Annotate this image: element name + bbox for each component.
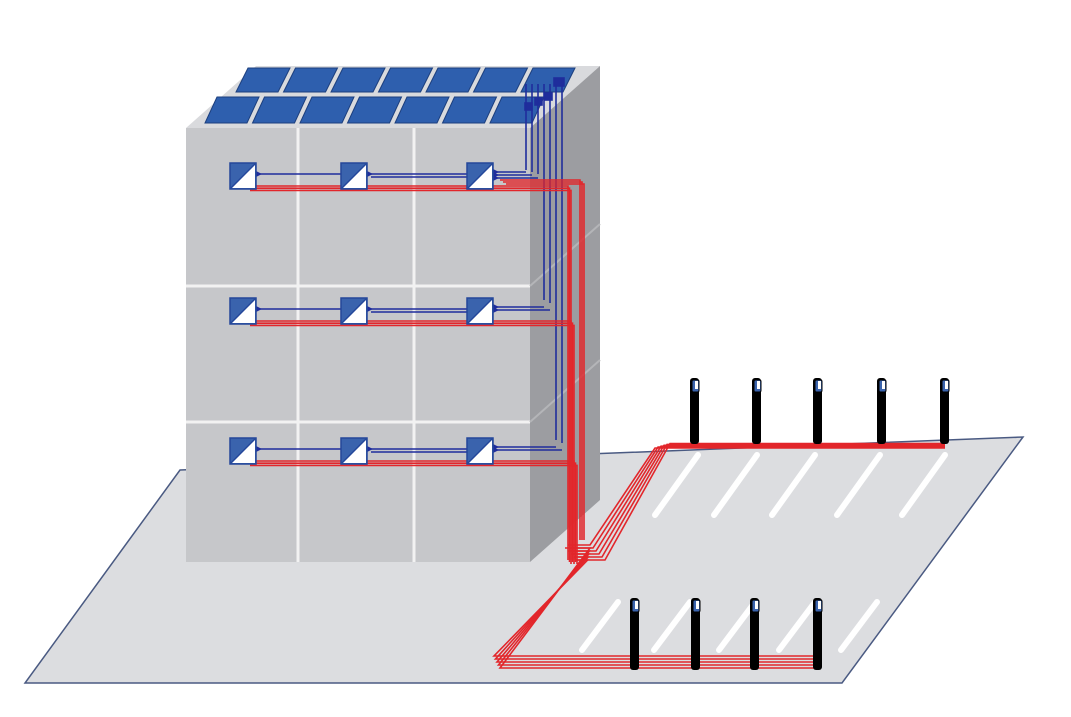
inverter-icon: [340, 297, 368, 325]
ev-charger-icon: [940, 378, 950, 444]
ev-charger-group: [630, 378, 950, 670]
solar-panel-icon: [441, 96, 498, 124]
parking-stripes-back: [652, 452, 948, 518]
solar-panel-icon: [330, 67, 386, 93]
solar-panel-icon: [235, 67, 291, 93]
dc-wiring: [252, 77, 565, 455]
building-side: [530, 66, 600, 562]
ev-charger-icon: [877, 378, 887, 444]
inverter-icon: [229, 162, 257, 190]
ev-charger-icon: [750, 598, 760, 670]
solar-panel-icon: [299, 96, 355, 124]
ev-charger-icon: [691, 598, 701, 670]
ev-charger-icon: [813, 598, 823, 670]
solar-panel-icon: [394, 96, 450, 124]
solar-panel-icon: [282, 67, 339, 93]
ev-charger-icon: [630, 598, 640, 670]
solar-panel-icon: [377, 67, 434, 93]
solar-panel-icon: [425, 67, 481, 93]
ev-charger-icon: [813, 378, 823, 444]
inverter-icon: [229, 437, 257, 465]
building-front: [186, 128, 530, 562]
inverter-icon: [466, 162, 494, 190]
solar-panel-icon: [472, 67, 529, 93]
inverter-group: [229, 162, 494, 465]
solar-panel-icon: [204, 96, 260, 124]
side-grid: [529, 223, 601, 423]
solar-panel-icon: [251, 96, 308, 124]
ev-charger-icon: [690, 378, 700, 444]
parking-stripes-front: [579, 599, 880, 653]
ev-charger-icon: [752, 378, 762, 444]
inverter-icon: [466, 297, 494, 325]
inverter-icon: [466, 437, 494, 465]
roof-junction-icon: [553, 77, 565, 87]
inverter-icon: [340, 162, 368, 190]
roof-junction-icon: [544, 92, 553, 101]
inverter-icon: [340, 437, 368, 465]
inverter-icon: [229, 297, 257, 325]
facade-grid: [186, 128, 530, 562]
solar-panel-icon: [346, 96, 403, 124]
